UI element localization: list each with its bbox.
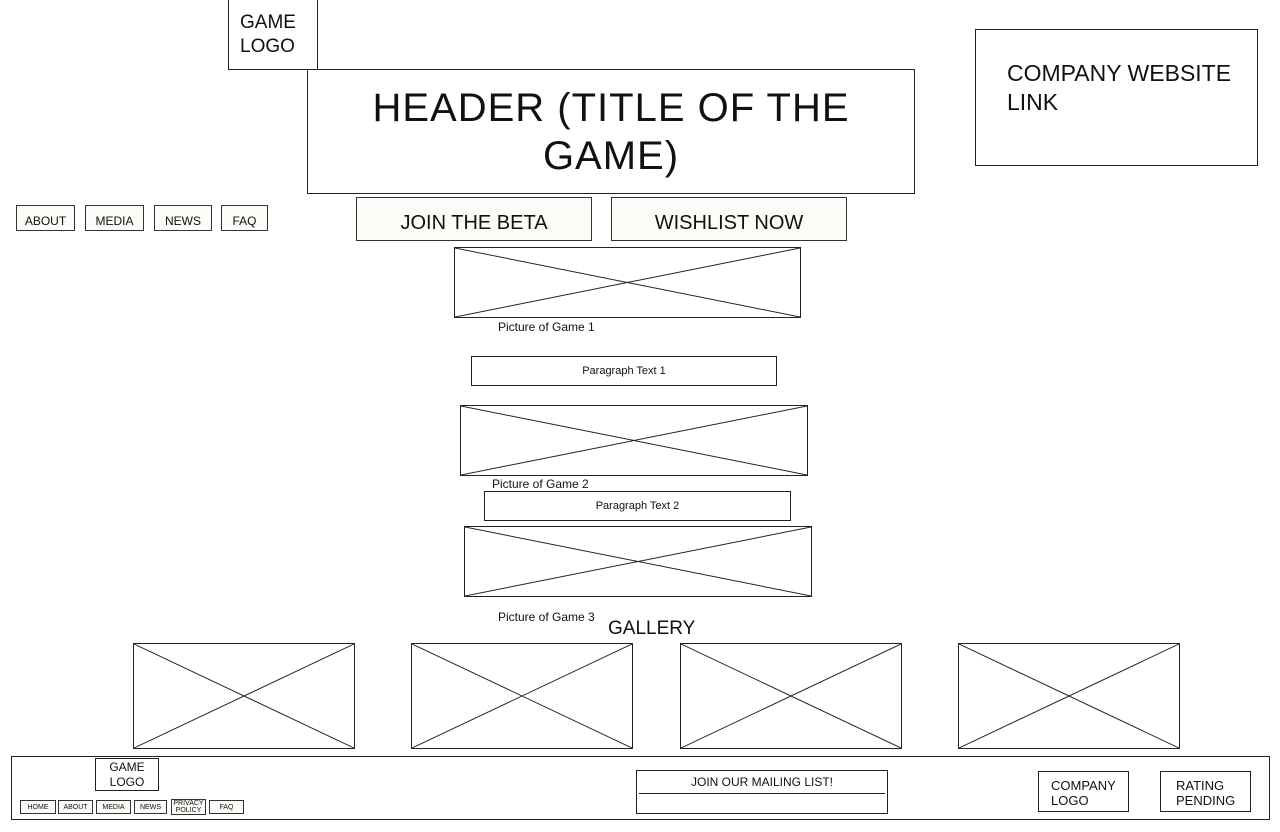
picture-caption-2: Picture of Game 2	[492, 477, 589, 491]
paragraph-text-2: Paragraph Text 2	[484, 491, 791, 521]
nav-about[interactable]: ABOUT	[16, 205, 75, 231]
game-logo: GAME LOGO	[228, 0, 318, 70]
company-website-link[interactable]: COMPANY WEBSITE LINK	[975, 29, 1258, 166]
image-placeholder-icon	[681, 644, 901, 748]
footer-nav-news[interactable]: NEWS	[134, 800, 167, 814]
gallery-title: GALLERY	[608, 618, 696, 639]
game-picture-3	[464, 526, 812, 597]
footer-nav-about[interactable]: ABOUT	[58, 800, 93, 814]
picture-caption-1: Picture of Game 1	[498, 320, 595, 334]
gallery-item-3[interactable]	[680, 643, 902, 749]
company-logo: COMPANY LOGO	[1038, 771, 1129, 812]
footer-game-logo: GAME LOGO	[95, 758, 159, 791]
footer-nav-faq[interactable]: FAQ	[209, 800, 244, 814]
image-placeholder-icon	[412, 644, 632, 748]
gallery-item-1[interactable]	[133, 643, 355, 749]
image-placeholder-icon	[461, 406, 807, 475]
image-placeholder-icon	[134, 644, 354, 748]
nav-faq[interactable]: FAQ	[221, 205, 268, 231]
game-picture-2	[460, 405, 808, 476]
nav-media[interactable]: MEDIA	[85, 205, 144, 231]
game-picture-1	[454, 247, 801, 318]
picture-caption-3: Picture of Game 3	[498, 610, 595, 624]
image-placeholder-icon	[959, 644, 1179, 748]
mailing-list-signup[interactable]: JOIN OUR MAILING LIST!	[636, 770, 888, 814]
rating-badge: RATING PENDING	[1160, 771, 1251, 812]
footer-nav-privacy-policy[interactable]: PRIVACY POLICY	[171, 799, 206, 815]
gallery-item-2[interactable]	[411, 643, 633, 749]
mailing-list-label: JOIN OUR MAILING LIST!	[639, 771, 885, 794]
gallery-item-4[interactable]	[958, 643, 1180, 749]
image-placeholder-icon	[455, 248, 800, 317]
footer-nav-home[interactable]: HOME	[20, 800, 56, 814]
footer-nav-media[interactable]: MEDIA	[96, 800, 131, 814]
wishlist-button[interactable]: WISHLIST NOW	[611, 197, 847, 241]
nav-news[interactable]: NEWS	[154, 205, 212, 231]
paragraph-text-1: Paragraph Text 1	[471, 356, 777, 386]
join-beta-button[interactable]: JOIN THE BETA	[356, 197, 592, 241]
page-title: HEADER (TITLE OF THE GAME)	[307, 69, 915, 194]
image-placeholder-icon	[465, 527, 811, 596]
